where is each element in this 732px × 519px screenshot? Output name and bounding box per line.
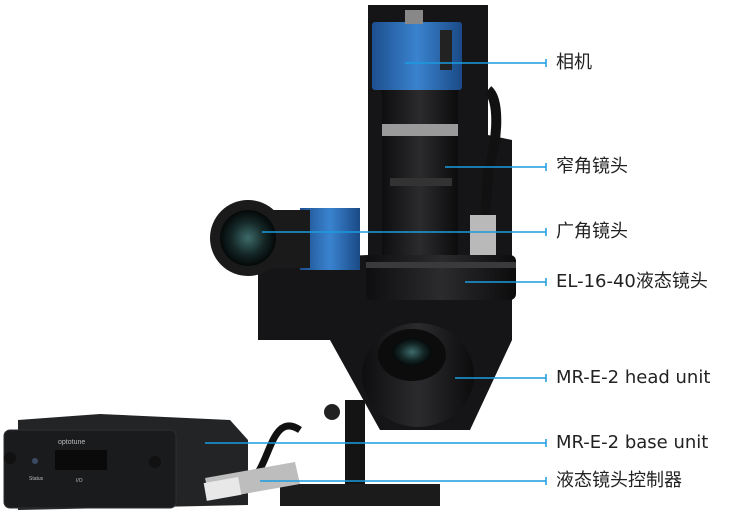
label-narrow-lens: 窄角镜头 — [556, 156, 628, 177]
leader-lines — [205, 59, 547, 485]
wide-lens-image — [210, 200, 360, 276]
stand — [280, 400, 440, 506]
narrow-lens-image — [382, 90, 458, 260]
base-unit-image: optotune Status I/O — [3, 414, 248, 510]
brand-logo-text: optotune — [58, 439, 85, 446]
usb-plug — [203, 462, 300, 501]
label-wide-lens: 广角镜头 — [556, 221, 628, 242]
label-base-unit: MR-E-2 base unit — [556, 432, 709, 453]
liquid-lens-image — [366, 255, 516, 300]
label-controller: 液态镜头控制器 — [556, 470, 682, 491]
label-camera: 相机 — [556, 52, 592, 73]
label-liquid-lens: EL-16-40液态镜头 — [556, 271, 708, 292]
status-text: Status — [29, 476, 44, 482]
io-text: I/O — [76, 478, 83, 484]
head-unit-image — [362, 323, 474, 427]
label-head-unit: MR-E-2 head unit — [556, 367, 711, 388]
camera-image — [372, 10, 462, 90]
